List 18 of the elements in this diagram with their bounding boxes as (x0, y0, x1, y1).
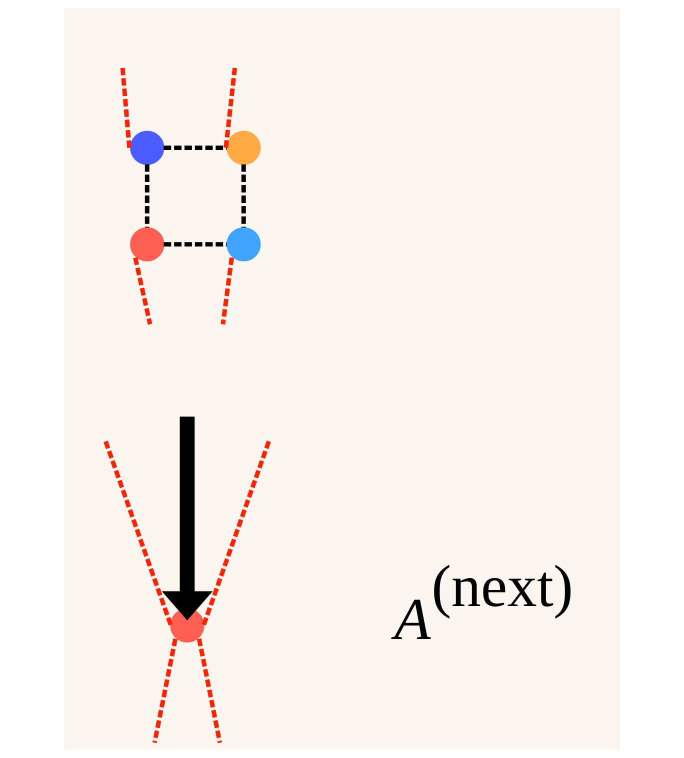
node-circle (226, 227, 261, 262)
node-circle (226, 130, 261, 165)
connector (201, 440, 271, 626)
connector (224, 68, 238, 148)
connector (196, 638, 222, 744)
connector (144, 164, 150, 228)
connector (241, 164, 246, 228)
connector (133, 257, 152, 325)
connector (104, 440, 173, 626)
connector (152, 638, 178, 744)
arrow (162, 416, 213, 620)
node-circle (170, 608, 204, 643)
node-circle (130, 227, 164, 262)
connector (164, 146, 227, 150)
connector (164, 242, 227, 247)
node-circle (130, 130, 164, 165)
connector (220, 257, 234, 325)
connector (120, 68, 132, 148)
